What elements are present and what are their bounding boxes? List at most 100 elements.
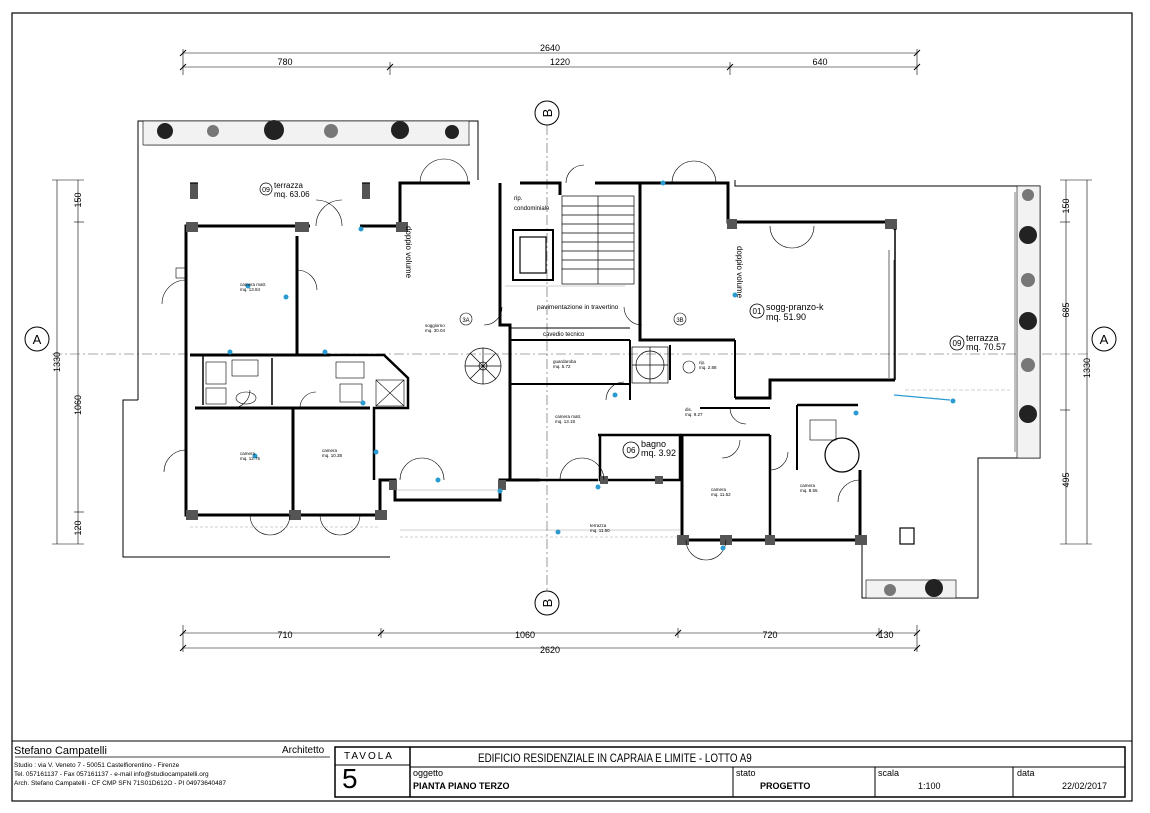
room-label-camera-se1-area: mq. 11.52 xyxy=(711,492,731,497)
room-label-terrace-nw: 09 terrazza mq. 63.06 xyxy=(259,181,310,199)
svg-text:mq. 63.06: mq. 63.06 xyxy=(274,190,310,199)
room-label-rip-name: rip. xyxy=(699,360,705,365)
data-label: data xyxy=(1017,768,1035,778)
dim-bottom-seg-1: 710 xyxy=(277,630,292,640)
apartment-marker-3b: 3B xyxy=(673,312,687,326)
dim-top-total: 2640 xyxy=(540,43,560,53)
stato-value: PROGETTO xyxy=(760,781,811,791)
stato-label: stato xyxy=(736,768,756,778)
room-label-dis-name: dis. xyxy=(685,407,692,412)
studio-fiscal: Arch. Stefano Campatelli - CF CMP SFN 71… xyxy=(14,780,226,787)
architect-name: Stefano Campatelli xyxy=(14,745,107,757)
project-title: EDIFICIO RESIDENZIALE IN CAPRAIA E LIMIT… xyxy=(478,751,752,765)
tavola-number: 5 xyxy=(342,763,358,794)
svg-text:A: A xyxy=(33,332,42,347)
dim-right-seg-3: 495 xyxy=(1061,472,1071,487)
svg-text:3A: 3A xyxy=(462,318,469,324)
studio-contacts: Tel. 057161137 - Fax 057161137 - e-mail … xyxy=(14,771,209,778)
note-pavimentazione: pavimentazione in travertino xyxy=(537,304,619,311)
door-swings xyxy=(161,158,861,561)
scala-value: 1:100 xyxy=(918,781,941,791)
svg-text:bagno: bagno xyxy=(641,439,666,449)
dim-top-seg-1: 780 xyxy=(277,57,292,67)
title-block-grid xyxy=(15,746,1126,798)
dim-bottom-total: 2620 xyxy=(540,645,560,655)
room-label-camera-c-area: mq. 13.18 xyxy=(555,419,576,424)
survey-points xyxy=(227,180,956,551)
dim-right-seg-2: 685 xyxy=(1061,302,1071,317)
room-label-terrace-east: 09 terrazza mq. 70.57 xyxy=(949,333,1006,352)
svg-text:terrazza: terrazza xyxy=(274,181,303,190)
note-doppio-volume-west: doppio volume xyxy=(404,226,413,279)
dim-left-seg-1: 150 xyxy=(73,192,83,207)
data-value: 22/02/2017 xyxy=(1062,781,1108,791)
svg-text:A: A xyxy=(1100,332,1109,347)
architect-role: Architetto xyxy=(282,745,325,756)
section-marker-b-top: B xyxy=(534,100,560,126)
window-marks xyxy=(190,182,951,401)
shrub-icons xyxy=(157,120,1037,597)
dim-left-seg-2: 1060 xyxy=(73,395,83,415)
svg-text:09: 09 xyxy=(262,187,270,194)
room-label-guardaroba-name: guardaroba xyxy=(553,359,577,364)
svg-text:3B: 3B xyxy=(676,318,683,324)
floor-plan-hatching xyxy=(190,285,1010,538)
svg-text:mq. 70.57: mq. 70.57 xyxy=(966,342,1006,352)
room-label-camera-s-name: camera xyxy=(322,448,338,453)
room-label-living: 01 sogg-pranzo-k mq. 51.90 xyxy=(749,302,824,322)
room-label-camera-sw-area: mq. 12.75 xyxy=(240,456,261,461)
spiral-stair-west xyxy=(464,347,502,385)
section-marker-a-left: A xyxy=(24,326,50,352)
room-label-camera-w-name: camera matr. xyxy=(240,282,266,287)
dim-bottom-seg-2: 1060 xyxy=(515,630,535,640)
section-marker-b-bottom: B xyxy=(534,590,560,616)
room-label-guardaroba-area: mq. 5.72 xyxy=(553,364,571,369)
note-rip-condominiale-2: condominiale xyxy=(514,206,550,212)
dim-left-total: 1330 xyxy=(52,352,62,372)
room-label-camera-s-area: mq. 10.38 xyxy=(322,453,343,458)
svg-text:01: 01 xyxy=(753,307,762,316)
dim-right-total: 1330 xyxy=(1082,358,1092,378)
dimension-lines xyxy=(52,49,1092,652)
svg-text:sogg-pranzo-k: sogg-pranzo-k xyxy=(766,302,824,312)
svg-text:mq. 3.92: mq. 3.92 xyxy=(641,448,676,458)
svg-text:06: 06 xyxy=(627,446,636,455)
svg-text:09: 09 xyxy=(953,339,962,348)
room-label-soggiorno-w-name: soggiorno xyxy=(425,323,445,328)
dim-top-seg-2: 1220 xyxy=(550,57,570,67)
dim-right-seg-1: 150 xyxy=(1061,198,1071,213)
note-doppio-volume-east: doppio volume xyxy=(735,246,744,299)
walls xyxy=(184,181,897,542)
staircase-core xyxy=(561,195,635,285)
svg-text:B: B xyxy=(540,599,555,608)
terrace-outlines xyxy=(122,120,1041,599)
sheet-frame xyxy=(11,12,1133,802)
room-label-camera-se2-name: camera xyxy=(800,483,816,488)
svg-text:mq. 51.90: mq. 51.90 xyxy=(766,312,806,322)
oggetto-label: oggetto xyxy=(413,768,444,778)
note-cavedio: cavedio tecnico xyxy=(543,332,585,338)
section-lines xyxy=(52,125,1090,590)
tavola-label: TAVOLA xyxy=(344,751,394,762)
dim-top-seg-3: 640 xyxy=(812,57,827,67)
dim-left-seg-3: 120 xyxy=(73,520,83,535)
section-marker-a-right: A xyxy=(1091,326,1117,352)
room-label-terrazza-s-name: terrazza xyxy=(590,523,607,528)
room-label-dis-area: mq. 9.27 xyxy=(685,412,703,417)
studio-address: Studio : via V. Veneto 7 - 50051 Castelf… xyxy=(14,762,180,769)
svg-text:terrazza: terrazza xyxy=(966,333,999,343)
fixtures xyxy=(175,267,915,545)
room-label-camera-se1-name: camera xyxy=(711,487,727,492)
dim-bottom-seg-4: 130 xyxy=(878,630,893,640)
oggetto-value: PIANTA PIANO TERZO xyxy=(413,781,510,791)
room-label-soggiorno-w-area: mq. 30.04 xyxy=(425,328,446,333)
scala-label: scala xyxy=(878,768,900,778)
room-label-camera-w-area: mq. 13.84 xyxy=(240,287,261,292)
spiral-stair-east xyxy=(631,346,669,384)
room-label-rip-area: mq. 2.88 xyxy=(699,365,717,370)
apartment-marker-3a: 3A xyxy=(459,312,473,326)
room-label-camera-c-name: camera matr. xyxy=(555,414,581,419)
svg-text:B: B xyxy=(540,109,555,118)
note-rip-condominiale-1: rip. xyxy=(514,196,523,202)
